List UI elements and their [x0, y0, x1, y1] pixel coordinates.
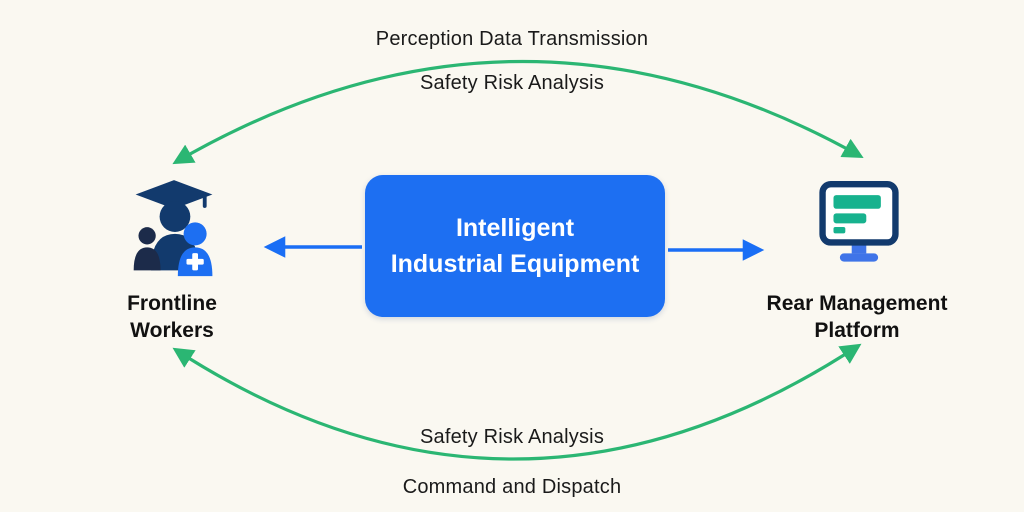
top-flow-label-1: Perception Data Transmission	[375, 28, 649, 50]
center-box-line2: Industrial Equipment	[390, 250, 640, 278]
left-node-label-line2: Workers	[130, 319, 214, 343]
workers-icon	[133, 180, 213, 277]
monitor-icon	[819, 180, 899, 262]
left-node-label-line1: Frontline	[127, 292, 217, 315]
center-box-line1: Intelligent	[455, 213, 575, 242]
right-node-label: Rear Management Platform	[737, 290, 977, 345]
bottom-flow-label-1: Safety Risk Analysis	[419, 426, 605, 448]
left-node-label: Frontline Workers	[82, 290, 262, 345]
center-equipment-box: Intelligent Industrial Equipment	[365, 175, 665, 317]
top-flow-arrow	[172, 59, 864, 165]
right-node-label-line1: Rear Management	[766, 292, 948, 315]
bottom-flow-arrow	[172, 343, 862, 461]
top-flow-label-2: Safety Risk Analysis	[419, 72, 605, 94]
bottom-flow-label-2: Command and Dispatch	[402, 476, 622, 498]
right-node-label-line2: Platform	[814, 319, 900, 343]
